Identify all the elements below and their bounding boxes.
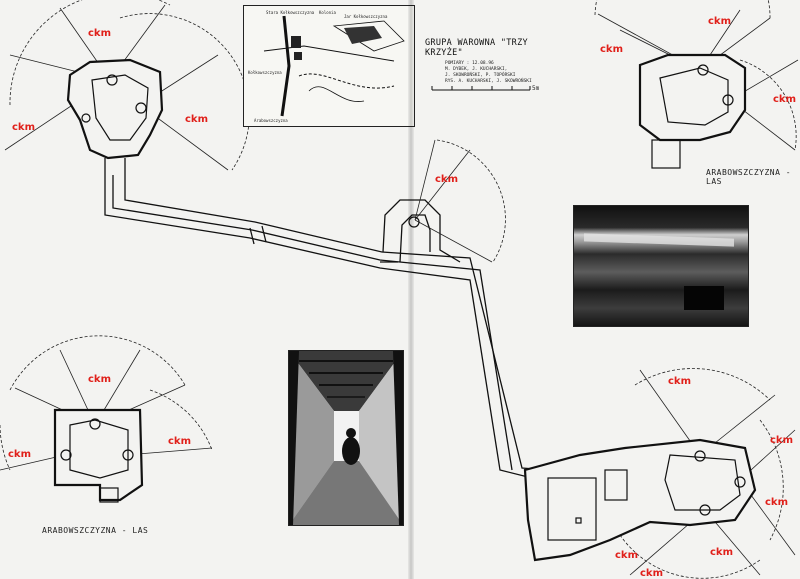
ckm-label: ckm <box>168 436 191 447</box>
fire-sector-arc <box>9 335 186 391</box>
bunker-outline <box>638 53 747 142</box>
caption-bottom-left: ARABOWSZCZYZNA - LAS <box>42 526 149 535</box>
info-line: J. SKOWROŃSKI, P. TOPÓRSKI <box>445 73 516 78</box>
location-map-drawing: Stara Kołkowszczyzna Kolonia Jar Kołkows… <box>248 10 405 123</box>
embrasure-icon <box>734 476 746 488</box>
ckm-label: ckm <box>668 376 691 387</box>
tunnel-system <box>104 158 549 481</box>
tunnel-door <box>249 227 255 245</box>
bunker-outline <box>523 438 757 562</box>
info-line: M. DYBEK, J. KUCHARSKI, <box>445 67 508 72</box>
bunker-chamber <box>664 454 741 511</box>
photo-bunker-exterior <box>573 205 749 327</box>
embrasure-icon <box>81 113 91 123</box>
ckm-label: ckm <box>88 374 111 385</box>
bunker-middle: ckm <box>408 139 506 263</box>
entrance-corridor <box>99 487 119 503</box>
map-label: Kolonia <box>319 10 336 15</box>
ckm-label: ckm <box>770 435 793 446</box>
embrasure-icon <box>408 216 420 228</box>
bunker-bottom-right: ckm ckm ckm ckm ckm ckm <box>523 368 796 579</box>
bunker-outline <box>53 408 144 502</box>
bunker-chamber <box>659 67 729 126</box>
hatch-icon <box>575 517 582 524</box>
ckm-label: ckm <box>615 550 638 561</box>
embrasure-icon <box>89 418 101 430</box>
fire-sector-arc <box>119 13 250 171</box>
ckm-label: ckm <box>8 449 31 460</box>
fire-sector-arc <box>436 139 506 263</box>
photo-tunnel-corridor <box>288 350 404 526</box>
ckm-label: ckm <box>708 16 731 27</box>
embrasure-icon <box>60 449 72 461</box>
bunker-chamber <box>91 74 149 141</box>
scale-bar: 5m <box>431 85 540 92</box>
bunker-room <box>547 477 597 541</box>
caption-top-right: ARABOWSZCZYZNA - LAS <box>706 168 792 186</box>
entrance-corridor <box>651 139 681 169</box>
fire-sector-ray <box>414 149 471 221</box>
embrasure-icon <box>122 449 134 461</box>
bunker-top-right: ckm ckm ckm <box>594 0 799 169</box>
ckm-label: ckm <box>600 44 623 55</box>
embrasure-icon <box>694 450 706 462</box>
ckm-label: ckm <box>185 114 208 125</box>
ckm-label: ckm <box>765 497 788 508</box>
location-map: Stara Kołkowszczyzna Kolonia Jar Kołkows… <box>243 5 415 127</box>
scale-unit: 5m <box>532 85 540 92</box>
embrasure-icon <box>106 74 118 86</box>
tunnel-wall <box>382 199 461 263</box>
ckm-label: ckm <box>435 174 458 185</box>
fire-sector-arc <box>0 424 11 471</box>
map-label: Arabowszczyzna <box>254 118 288 123</box>
info-line: POMIARY : 12.08.96 <box>445 61 494 66</box>
bunker-outline <box>66 58 164 160</box>
fire-sector-arc <box>759 419 784 541</box>
fire-sector-ray <box>414 139 436 221</box>
ckm-label: ckm <box>88 28 111 39</box>
page-fold <box>408 0 414 579</box>
map-label: Stara Kołkowszczyzna <box>266 10 315 15</box>
fire-sector-arc <box>619 534 761 579</box>
map-label: Jar Kołkowszczyzna <box>344 14 388 19</box>
fire-sector-arc <box>9 0 171 106</box>
ckm-label: ckm <box>710 547 733 558</box>
ckm-label: ckm <box>12 122 35 133</box>
bunker-chamber <box>69 419 129 479</box>
tunnel-wall <box>124 158 549 471</box>
tunnel-wall <box>104 158 541 481</box>
fire-sector-arc <box>739 59 797 151</box>
map-label: Kołkowszczyzna <box>248 70 282 75</box>
bunker-room <box>604 469 628 501</box>
title-block: GRUPA WAROWNA "TRZY KRZYŻE" POMIARY : 12… <box>425 38 565 85</box>
plan-title: GRUPA WAROWNA "TRZY KRZYŻE" <box>425 38 528 58</box>
ckm-label: ckm <box>640 568 663 579</box>
embrasure-icon <box>697 64 709 76</box>
bunker-bottom-left: ckm ckm ckm <box>0 335 213 503</box>
embrasure-icon <box>699 504 711 516</box>
embrasure-icon <box>722 94 734 106</box>
tunnel-door <box>261 225 267 243</box>
ckm-label: ckm <box>773 94 796 105</box>
corridor-drawing <box>289 351 403 525</box>
fire-sector-arc <box>594 0 771 21</box>
embrasure-icon <box>135 102 147 114</box>
tunnel-centerline <box>112 175 513 471</box>
bunker-top-left: ckm ckm ckm <box>4 0 250 171</box>
fire-sector-arc <box>634 368 771 401</box>
info-line: RYS. A. KUCHARSKI, J. SKOWROŃSKI <box>445 79 532 84</box>
fire-sector-ray <box>414 219 493 263</box>
